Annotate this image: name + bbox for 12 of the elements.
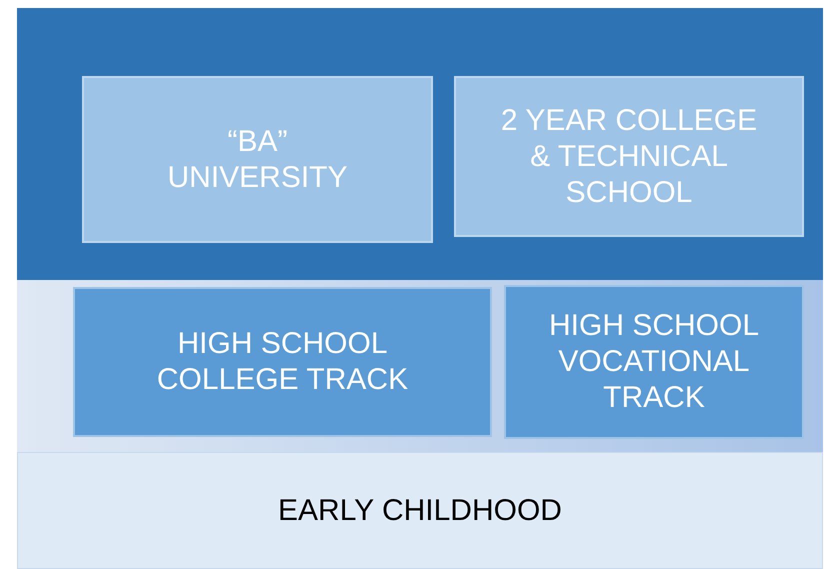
- tier-box: [82, 76, 433, 243]
- tier-label: HIGH SCHOOL VOCATIONAL TRACK: [548, 308, 760, 416]
- tier-box: [504, 285, 804, 439]
- tier-box: [73, 287, 492, 437]
- tier-band: [17, 452, 823, 569]
- tier-band: [17, 8, 823, 280]
- tier-band: [17, 280, 823, 452]
- tier-label: 2 YEAR COLLEGE & TECHNICAL SCHOOL: [500, 102, 758, 210]
- tier-label: HIGH SCHOOL COLLEGE TRACK: [156, 326, 410, 398]
- tier-box: [454, 76, 804, 237]
- tier-label: EARLY CHILDHOOD: [278, 492, 562, 528]
- tier-label: “BA” UNIVERSITY: [166, 124, 349, 196]
